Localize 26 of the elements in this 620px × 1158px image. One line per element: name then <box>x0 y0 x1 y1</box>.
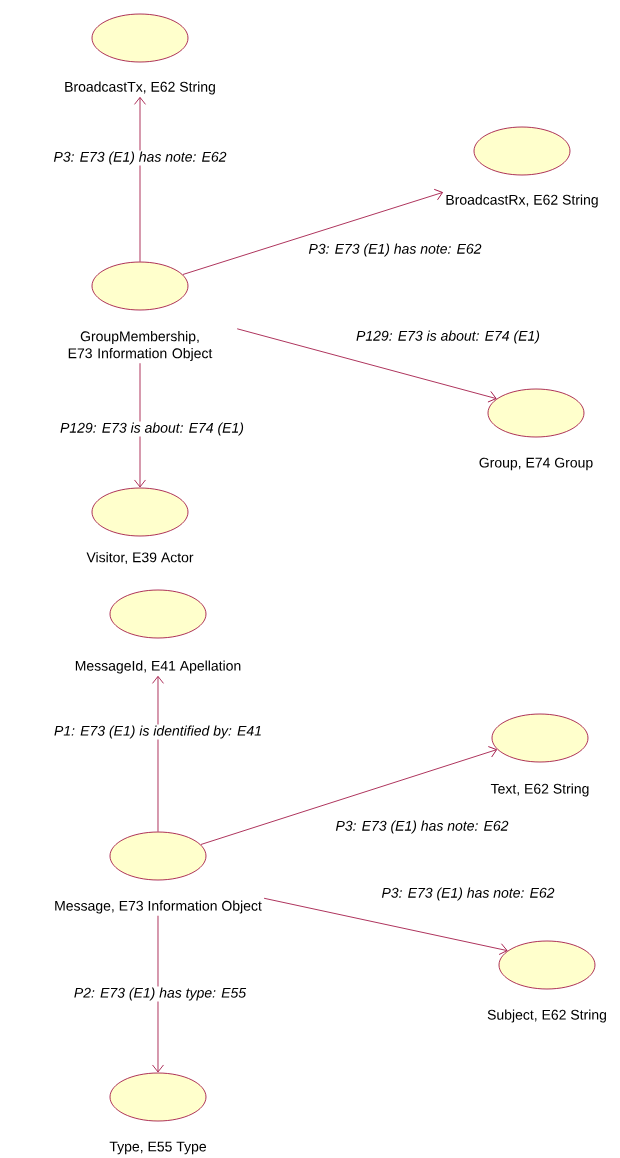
node-label: BroadcastTx, E62 String <box>65 81 215 95</box>
edge-label: P3: E73 (E1) has note: E62 <box>307 242 483 258</box>
edge-label: P3: E73 (E1) has note: E62 <box>380 886 556 902</box>
edge-label: P3: E73 (E1) has note: E62 <box>334 819 510 835</box>
node-label: Type, E55 Type <box>109 1141 207 1155</box>
arrow <box>134 362 146 488</box>
node-label: MessageId, E41 Apellation <box>75 660 241 674</box>
arrow <box>134 96 146 262</box>
arrow <box>200 746 498 845</box>
arrow <box>263 897 508 955</box>
node-label: Subject, E62 String <box>487 1009 606 1023</box>
node-label: BroadcastRx, E62 String <box>446 194 598 208</box>
node-label: Message, E73 Information Object <box>55 900 262 914</box>
edge-label: P1: E73 (E1) is identified by: E41 <box>53 724 263 740</box>
arrow <box>236 328 497 403</box>
edge-label: P129: E73 is about: E74 (E1) <box>355 329 541 345</box>
edge-label: P129: E73 is about: E74 (E1) <box>59 421 245 437</box>
node-label: Group, E74 Group <box>479 457 593 471</box>
node-label: Visitor, E39 Actor <box>86 552 194 564</box>
node-label: Text, E62 String <box>490 783 589 797</box>
arrow <box>182 188 443 275</box>
node-label: GroupMembership, E73 Information Object <box>68 331 213 362</box>
arrow <box>152 915 164 1073</box>
edge-label: P2: E73 (E1) has type: E55 <box>72 986 248 1002</box>
edge-label: P3: E73 (E1) has note: E62 <box>52 150 228 166</box>
arrow <box>152 676 164 832</box>
